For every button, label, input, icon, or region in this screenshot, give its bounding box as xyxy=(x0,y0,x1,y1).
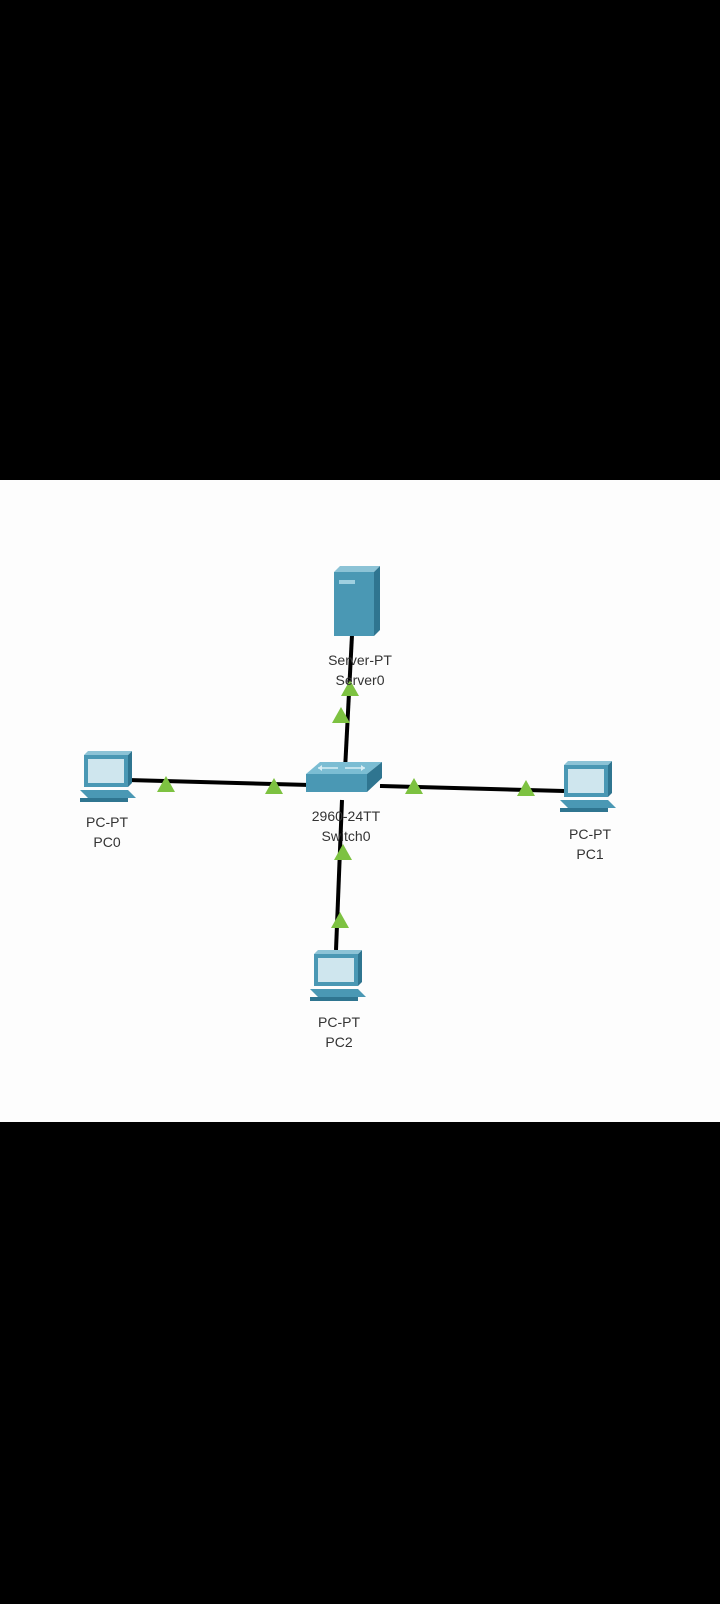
server-icon[interactable] xyxy=(334,566,380,636)
pc-icon[interactable] xyxy=(310,950,366,1001)
link-switch-server[interactable] xyxy=(343,634,354,771)
pc-icon[interactable] xyxy=(560,761,616,812)
device-name: PC0 xyxy=(93,834,121,850)
pc-icon[interactable] xyxy=(80,751,136,802)
device-name: Switch0 xyxy=(321,828,371,844)
link-up-indicator xyxy=(405,778,423,794)
link-up-indicator xyxy=(331,912,349,928)
device-model: PC-PT xyxy=(86,814,128,830)
device-name: Server0 xyxy=(335,672,385,688)
link-up-indicator xyxy=(517,780,535,796)
link-up-indicator xyxy=(157,776,175,792)
device-label-pc0: PC-PT PC0 xyxy=(52,812,162,852)
top-black-band xyxy=(0,0,720,480)
switch-icon[interactable] xyxy=(306,762,382,792)
device-label-pc1: PC-PT PC1 xyxy=(535,824,645,864)
topology-svg xyxy=(80,566,616,1001)
device-model: 2960-24TT xyxy=(311,808,381,824)
device-model: PC-PT xyxy=(569,826,611,842)
device-model: PC-PT xyxy=(318,1014,360,1030)
link-switch-pc0[interactable] xyxy=(127,778,311,787)
workspace-canvas[interactable]: Server-PT Server0 2960-24TT Switch0 PC-P… xyxy=(0,480,720,1122)
device-label-pc2: PC-PT PC2 xyxy=(284,1012,394,1052)
link-up-indicator xyxy=(334,844,352,860)
device-model: Server-PT xyxy=(328,652,392,668)
link-up-indicator xyxy=(265,778,283,794)
device-name: PC1 xyxy=(576,846,604,862)
link-up-indicator xyxy=(341,680,359,696)
device-name: PC2 xyxy=(325,1034,353,1050)
link-up-indicator xyxy=(332,707,350,723)
device-label-switch: 2960-24TT Switch0 xyxy=(291,806,401,846)
device-label-server: Server-PT Server0 xyxy=(305,650,415,690)
bottom-black-band xyxy=(0,1122,720,1604)
